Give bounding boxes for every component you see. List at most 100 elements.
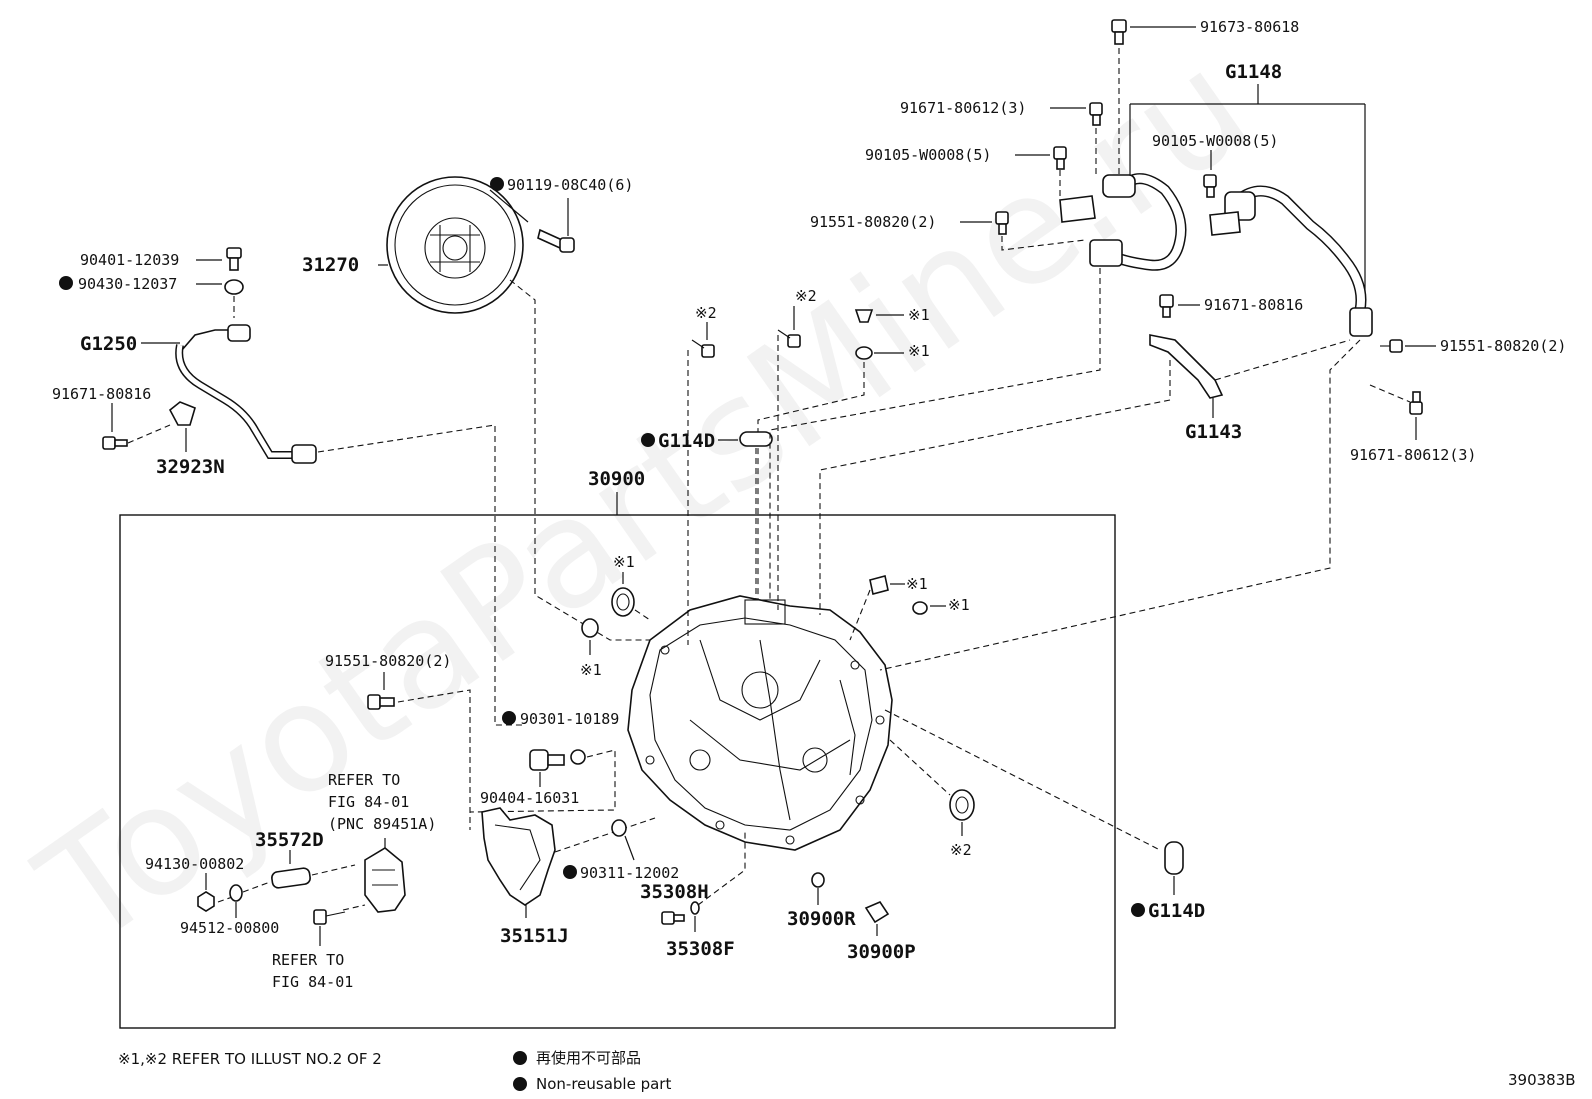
legend-en: Non-reusable part	[536, 1075, 671, 1093]
gasket-90430-12037[interactable]	[224, 279, 244, 295]
label-g1250: G1250	[80, 333, 137, 355]
label-90311-12002: 90311-12002	[580, 864, 679, 882]
bolt-91551-80820-top[interactable]	[995, 211, 1009, 235]
mark1-top-washer: ※1	[908, 342, 930, 360]
seal-mark2-lower[interactable]	[949, 789, 975, 821]
non-reusable-dot	[59, 276, 73, 290]
plug-mark1-top[interactable]	[854, 309, 874, 323]
bracket-g1143[interactable]	[1149, 334, 1224, 399]
bolt-35308h[interactable]	[661, 911, 685, 925]
label-35308f: 35308F	[666, 938, 735, 960]
non-reusable-dot	[490, 177, 504, 191]
seal-mark1-upper[interactable]	[611, 587, 635, 617]
clamp-32923n[interactable]	[168, 401, 196, 426]
sleeve-35572d[interactable]	[271, 867, 311, 889]
watermark: ToyotaPartsMine.ru	[10, 19, 1279, 980]
ring-30900r[interactable]	[811, 872, 825, 888]
mark2-top-right: ※2	[795, 287, 817, 305]
label-90404-16031: 90404-16031	[480, 789, 579, 807]
refer-a-line1: REFER TO	[328, 771, 400, 789]
nut-94130-00802[interactable]	[197, 891, 215, 912]
label-90401-12039: 90401-12039	[80, 251, 179, 269]
label-90301-10189: 90301-10189	[520, 710, 619, 728]
pipe-g1250[interactable]	[175, 324, 317, 464]
label-91551-80820-lower: 91551-80820(2)	[325, 652, 451, 670]
bracket-35151j[interactable]	[481, 807, 556, 906]
label-g1143: G1143	[1185, 421, 1242, 443]
seal-mark1-small[interactable]	[581, 618, 599, 638]
neutral-start-switch[interactable]	[364, 847, 406, 913]
cover-g114d-right[interactable]	[1164, 841, 1184, 875]
refer-b-line2: FIG 84-01	[272, 973, 353, 991]
bolt-91551-80820-right[interactable]	[1380, 339, 1403, 353]
non-reusable-dot	[563, 865, 577, 879]
plug-30900p[interactable]	[864, 901, 890, 924]
bolt-91673-80618[interactable]	[1111, 19, 1127, 45]
label-91671-80816-left: 91671-80816	[52, 385, 151, 403]
transmission-housing[interactable]	[627, 595, 893, 851]
mark1-seal-upper: ※1	[613, 553, 635, 571]
refer-illust-note: ※1,※2 REFER TO ILLUST NO.2 OF 2	[118, 1050, 382, 1068]
washer-94512-00800[interactable]	[229, 884, 243, 902]
non-reusable-dot	[502, 711, 516, 725]
bolt-91671-80612-top[interactable]	[1089, 102, 1103, 126]
label-94130-00802: 94130-00802	[145, 855, 244, 873]
label-35308h: 35308H	[640, 881, 709, 903]
seal-90311-12002[interactable]	[611, 819, 627, 837]
label-g1148: G1148	[1225, 61, 1282, 83]
plug-mark1-right[interactable]	[869, 575, 889, 595]
refer-b-line1: REFER TO	[272, 951, 344, 969]
bolt-91671-80612-right[interactable]	[1409, 391, 1423, 415]
label-90105-w0008-right: 90105-W0008(5)	[1152, 132, 1278, 150]
label-g114d-right: G114D	[1148, 900, 1205, 922]
bolt-refer-fig[interactable]	[313, 909, 346, 925]
washer-mark1-right[interactable]	[912, 601, 928, 615]
washer-mark1-top[interactable]	[855, 346, 873, 360]
mark1-seal-small: ※1	[580, 661, 602, 679]
oring-90301-10189[interactable]	[570, 749, 586, 765]
bolt-90119-08c40[interactable]	[537, 228, 575, 253]
label-35572d: 35572D	[255, 829, 324, 851]
mark2-seal-lower: ※2	[950, 841, 972, 859]
bolt-mark2-right[interactable]	[777, 329, 801, 348]
sensor-90404-16031[interactable]	[529, 749, 565, 771]
label-91671-80612-right: 91671-80612(3)	[1350, 446, 1476, 464]
bolt-91671-80816-left[interactable]	[102, 436, 128, 450]
frame-label-30900: 30900	[588, 468, 645, 490]
bolt-90401-12039[interactable]	[226, 247, 242, 271]
bolt-91671-80816-right[interactable]	[1159, 294, 1174, 318]
mark1-plug-right: ※1	[906, 575, 928, 593]
label-90105-w0008-left: 90105-W0008(5)	[865, 146, 991, 164]
label-g114d-top: G114D	[658, 430, 715, 452]
label-30900r: 30900R	[787, 908, 856, 930]
label-94512-00800: 94512-00800	[180, 919, 279, 937]
mark1-washer-right: ※1	[948, 596, 970, 614]
bolt-90105-w0008-right[interactable]	[1203, 174, 1217, 198]
bolt-91551-80820-lower[interactable]	[367, 694, 395, 710]
non-reusable-dot	[641, 433, 655, 447]
cover-g114d-top[interactable]	[739, 431, 773, 447]
label-31270: 31270	[302, 254, 359, 276]
label-91671-80816-right: 91671-80816	[1204, 296, 1303, 314]
mark1-top-plug: ※1	[908, 306, 930, 324]
legend-dot-jp	[513, 1051, 527, 1065]
legend-jp: 再使用不可部品	[536, 1049, 641, 1067]
label-91671-80612-top: 91671-80612(3)	[900, 99, 1026, 117]
label-91673-80618: 91673-80618	[1200, 18, 1299, 36]
label-91551-80820-right: 91551-80820(2)	[1440, 337, 1566, 355]
harness-a[interactable]	[1059, 173, 1187, 271]
non-reusable-dot	[1131, 903, 1145, 917]
label-90430-12037: 90430-12037	[78, 275, 177, 293]
refer-a-line2: FIG 84-01	[328, 793, 409, 811]
oring-35308f[interactable]	[690, 901, 700, 915]
bolt-90105-w0008-left[interactable]	[1053, 146, 1067, 170]
label-91551-80820-top: 91551-80820(2)	[810, 213, 936, 231]
legend-dot-en	[513, 1077, 527, 1091]
harness-b[interactable]	[1209, 185, 1373, 337]
bolt-mark2-left[interactable]	[691, 339, 715, 358]
refer-a-line3: (PNC 89451A)	[328, 815, 436, 833]
clutch-disc-31270[interactable]	[386, 176, 524, 314]
mark2-top-left: ※2	[695, 304, 717, 322]
label-32923n: 32923N	[156, 456, 225, 478]
